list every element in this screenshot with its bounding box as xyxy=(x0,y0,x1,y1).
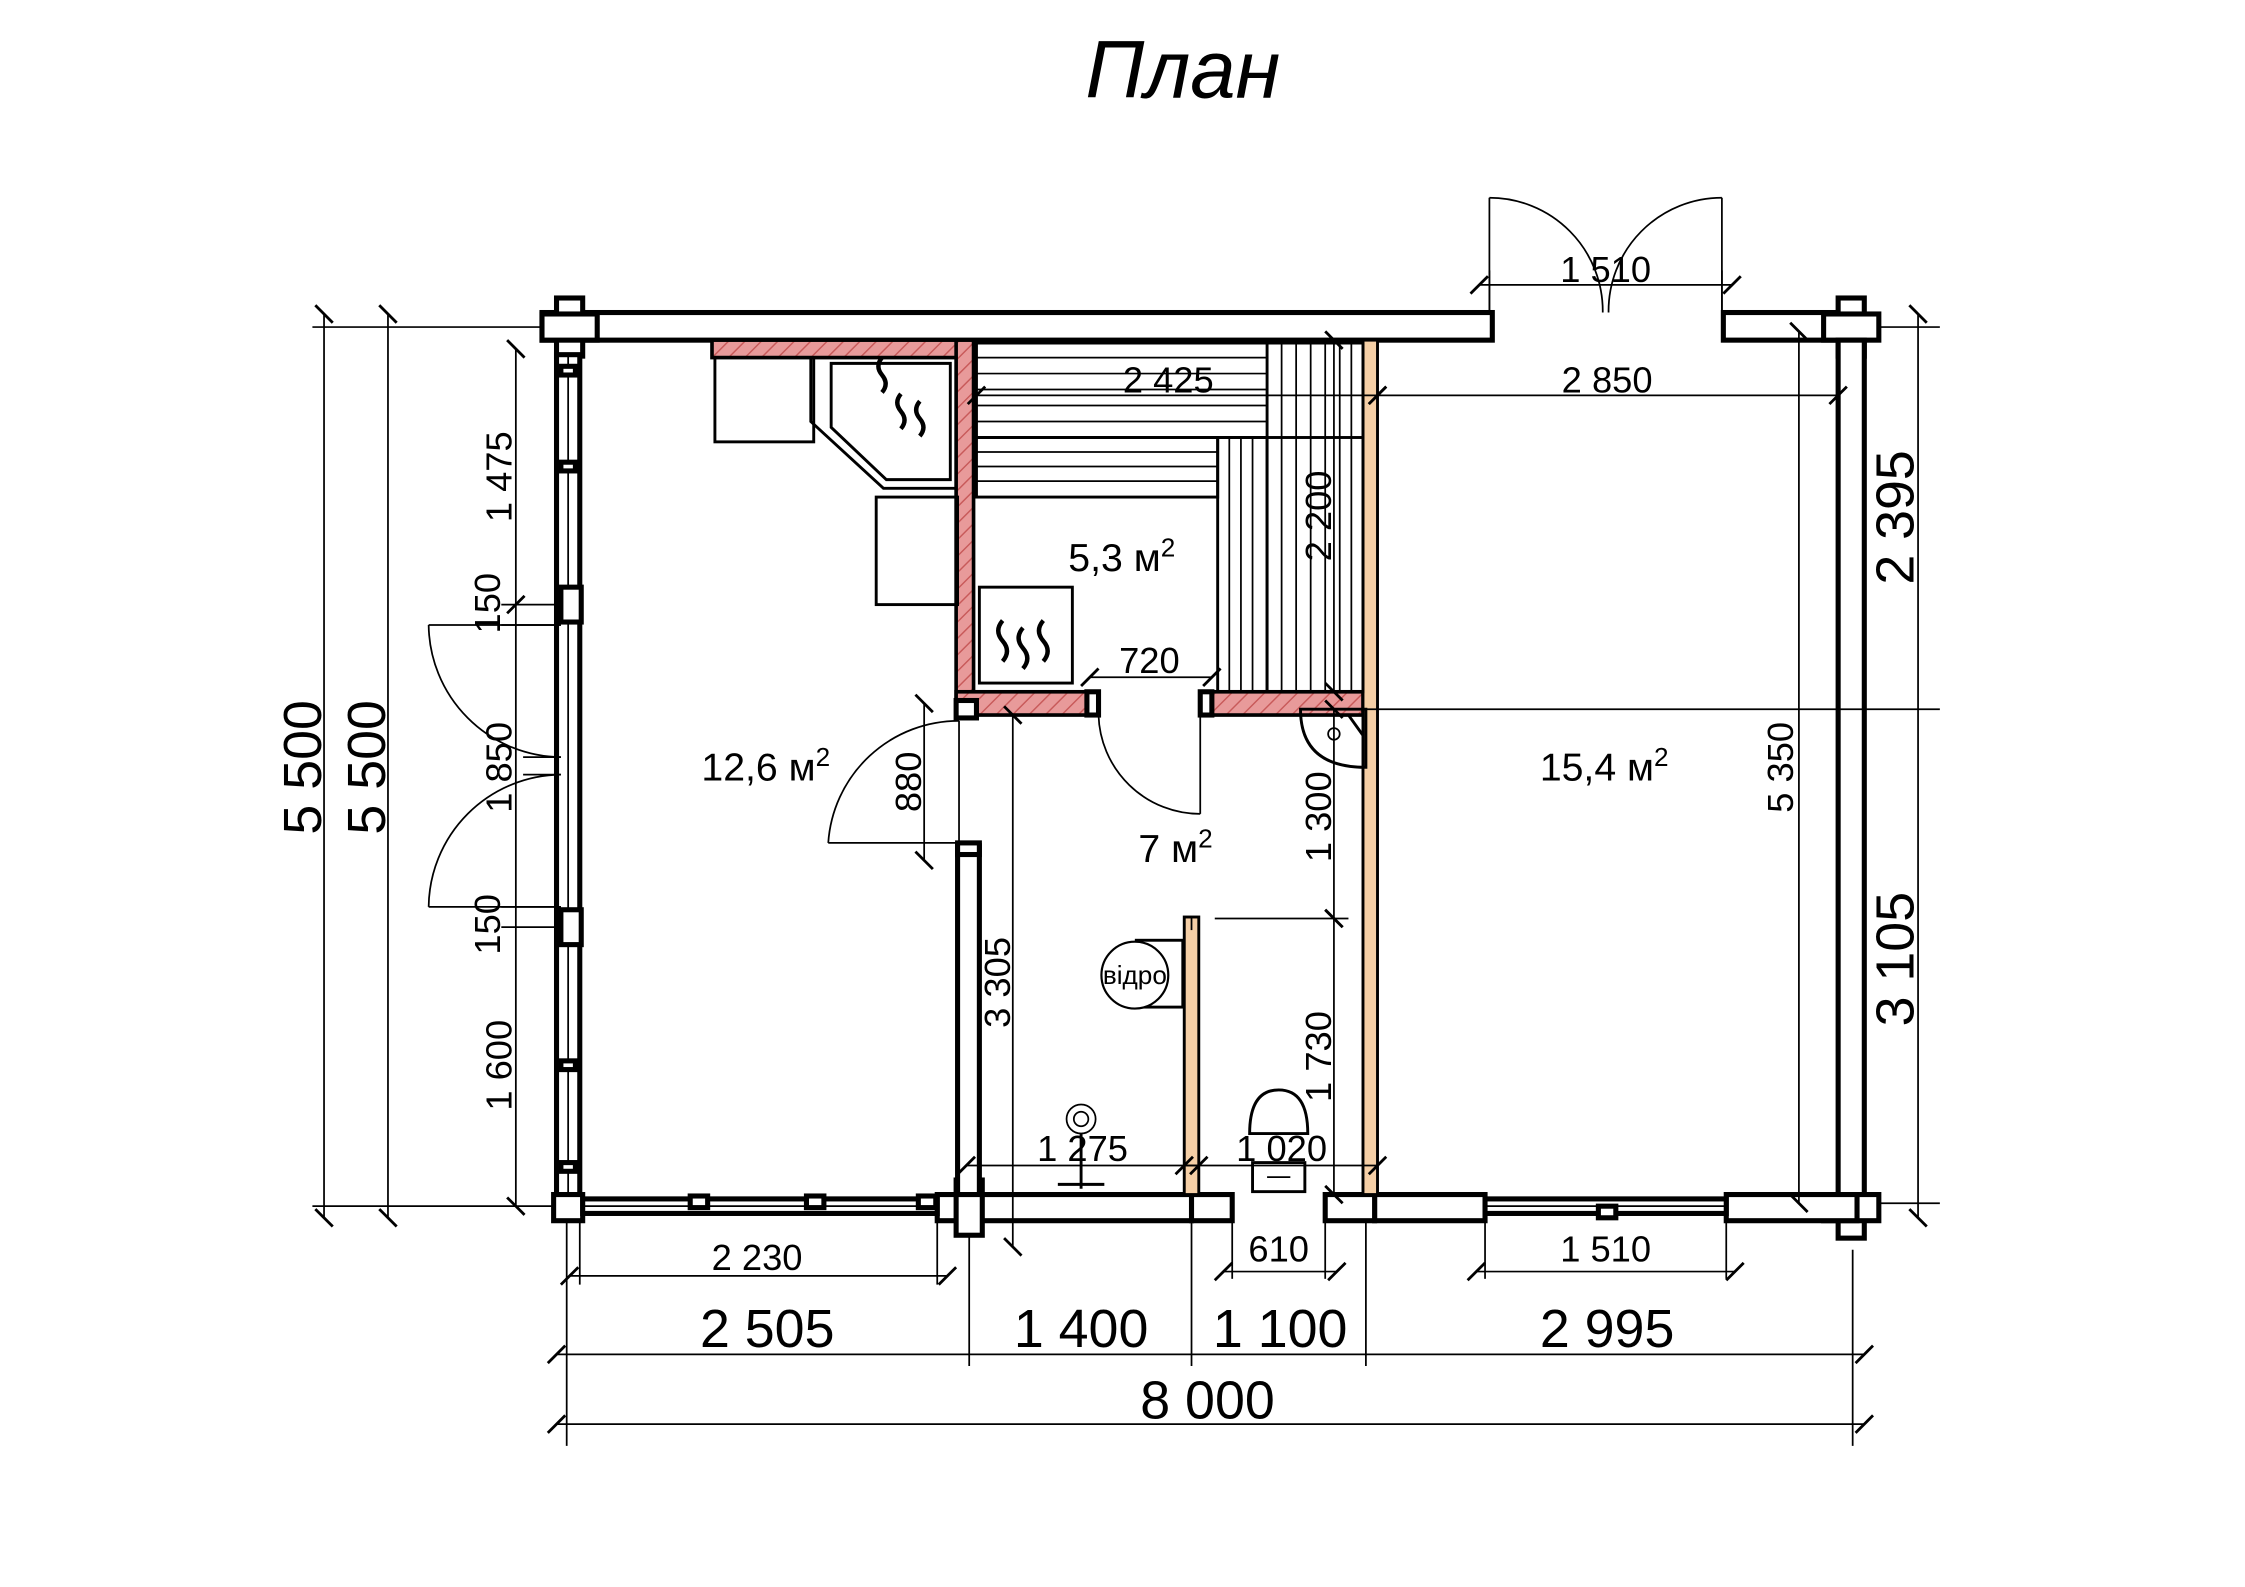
dim-right-upper: 2 395 xyxy=(1866,450,1926,585)
outer-walls xyxy=(539,295,1882,1241)
svg-text:12,6 м2: 12,6 м2 xyxy=(701,742,830,790)
stove-icon xyxy=(713,356,960,607)
dim-terrace-inner-width: 2 850 xyxy=(1562,359,1653,400)
area-superscript: 2 xyxy=(816,742,831,772)
dim-overall-height-outer: 5 500 xyxy=(273,700,333,835)
area-rest-room: 12,6 м xyxy=(701,745,815,789)
area-superscript: 2 xyxy=(1198,823,1213,853)
area-superscript: 2 xyxy=(1161,533,1176,563)
shower-icon xyxy=(1057,1103,1105,1189)
dim-bottom-seg-4: 2 995 xyxy=(1540,1299,1675,1359)
dim-rest-room-door: 880 xyxy=(888,752,929,813)
dim-overall-height-inner: 5 500 xyxy=(337,700,397,835)
dim-right-lower: 3 105 xyxy=(1866,892,1926,1027)
dim-washing-length: 3 305 xyxy=(977,937,1018,1028)
dim-toilet-width: 1 020 xyxy=(1236,1128,1327,1169)
dim-steam-room-depth: 2 200 xyxy=(1298,471,1339,562)
dimension-lines xyxy=(312,270,1940,1446)
area-labels: 5,3 м2 12,6 м2 7 м2 15,4 м2 xyxy=(701,533,1668,871)
heater-icon xyxy=(977,585,1074,685)
dim-bottom-seg-2: 1 400 xyxy=(1014,1299,1149,1359)
dim-door-front-top: 1 510 xyxy=(1560,249,1651,290)
heater-icon xyxy=(876,356,926,438)
area-superscript: 2 xyxy=(1654,742,1669,772)
dim-left-doors: 1 850 xyxy=(478,722,519,813)
dim-overall-width: 8 000 xyxy=(1140,1370,1275,1430)
dim-shower-width: 1 275 xyxy=(1037,1128,1128,1169)
steam-room-walls xyxy=(710,338,1365,721)
svg-text:15,4 м2: 15,4 м2 xyxy=(1540,742,1669,790)
bucket-icon: відро xyxy=(1100,938,1185,1010)
dim-left-window-bottom: 1 600 xyxy=(478,1020,519,1111)
dim-toilet-window: 610 xyxy=(1248,1228,1309,1269)
area-washing-room: 7 м xyxy=(1138,827,1198,871)
dim-left-window-top: 1 475 xyxy=(478,431,519,522)
dim-washing-width-upper: 1 300 xyxy=(1298,771,1339,862)
toilet-partition xyxy=(1182,915,1201,1197)
dim-bench-length: 2 425 xyxy=(1123,359,1214,400)
dim-bottom-seg-1: 2 505 xyxy=(700,1299,835,1359)
plan-title: План xyxy=(1085,24,1280,115)
dimension-labels: 1 510 2 425 2 850 2 200 720 880 1 300 3 … xyxy=(273,249,1926,1430)
dim-left-pier-2: 150 xyxy=(467,894,508,955)
dim-steam-door: 720 xyxy=(1119,640,1180,681)
dim-rest-window-bottom: 2 230 xyxy=(712,1237,803,1278)
area-terrace: 15,4 м xyxy=(1540,745,1654,789)
dim-toilet-length: 1 730 xyxy=(1298,1011,1339,1102)
area-steam-room: 5,3 м xyxy=(1068,536,1160,580)
dim-bottom-seg-3: 1 100 xyxy=(1213,1299,1348,1359)
svg-text:5,3 м2: 5,3 м2 xyxy=(1068,533,1175,581)
bucket-label: відро xyxy=(1103,960,1167,990)
dim-terrace-depth-inner: 5 350 xyxy=(1760,722,1801,813)
dim-left-pier-1: 150 xyxy=(467,573,508,634)
svg-text:7 м2: 7 м2 xyxy=(1138,823,1212,871)
dim-terrace-window-bottom: 1 510 xyxy=(1560,1228,1651,1269)
